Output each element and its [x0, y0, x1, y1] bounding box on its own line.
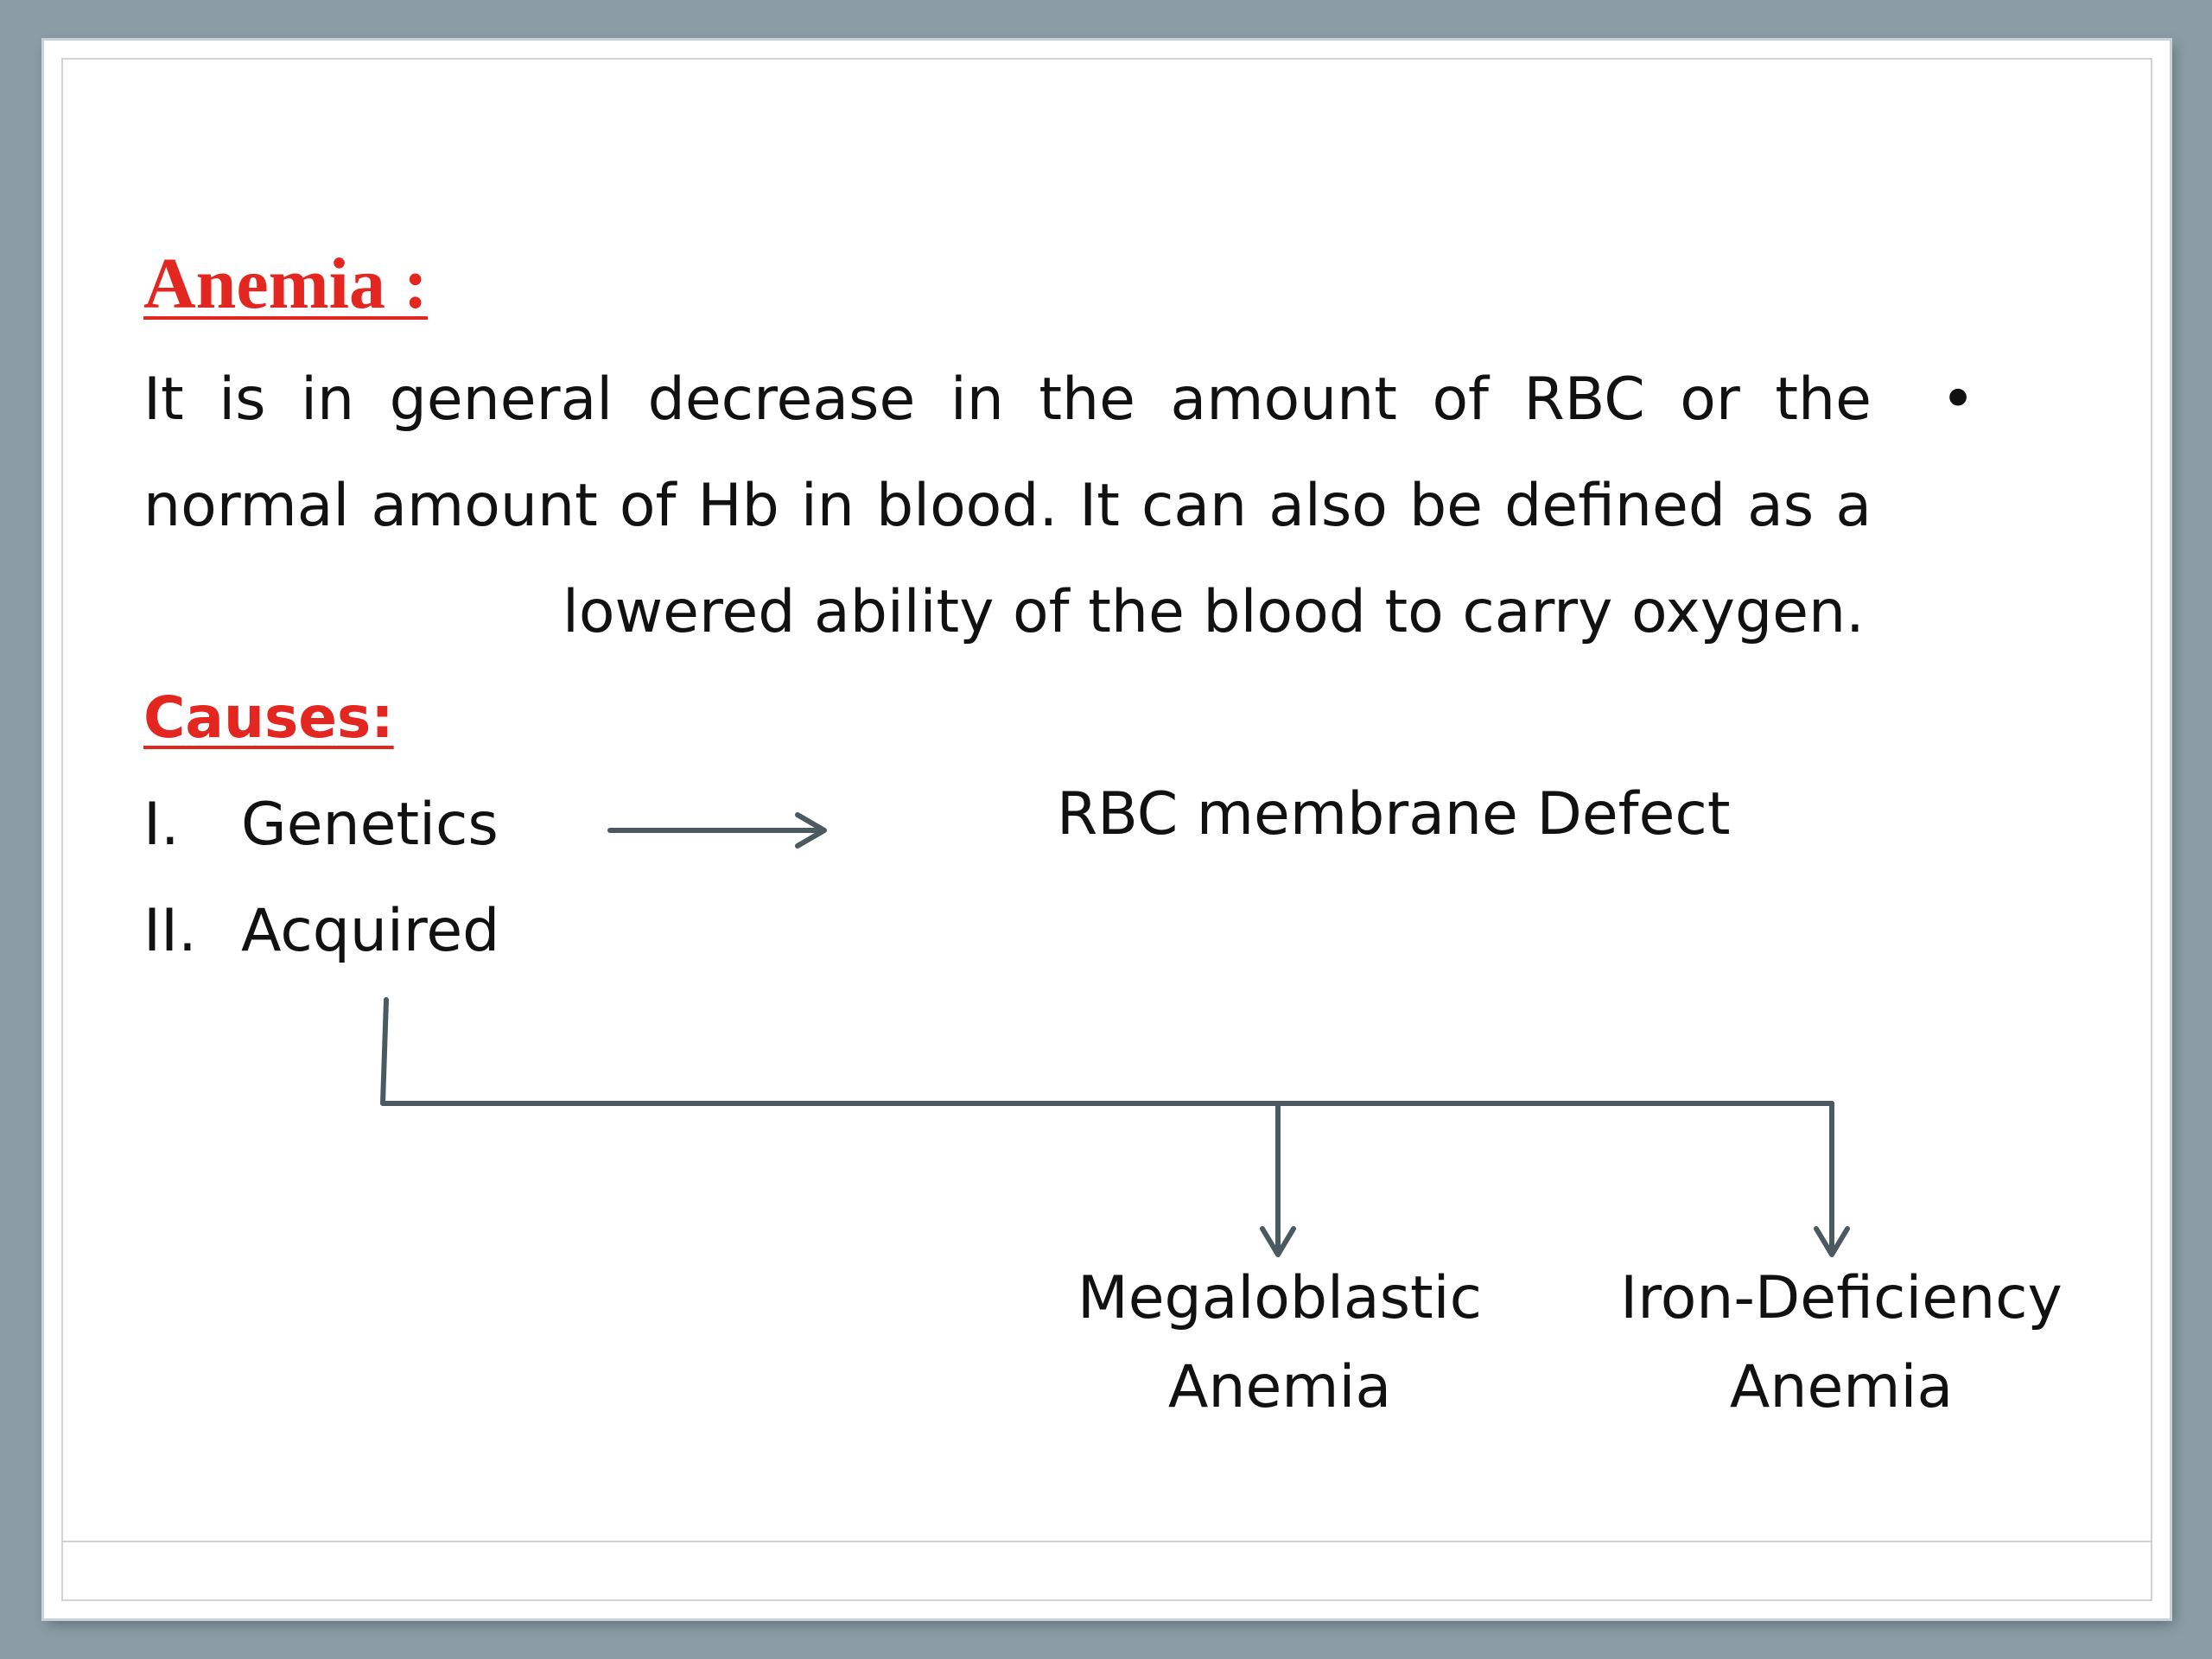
slide-frame — [61, 58, 2152, 1601]
iron-deficiency-line-2: Anemia — [1729, 1353, 1954, 1421]
genetics-result: RBC membrane Defect — [1057, 780, 1731, 849]
definition-line-2: normal amount of Hb in blood. It can als… — [143, 472, 1872, 540]
slide: Anemia : It is in general decrease in th… — [44, 41, 2170, 1618]
causes-heading: Causes: — [143, 684, 394, 751]
bullet-marker: • — [1941, 365, 1976, 434]
definition-line-3: lowered ability of the blood to carry ox… — [563, 578, 1865, 646]
cause-numeral-2: II. — [143, 897, 197, 965]
slide-title: Anemia : — [143, 244, 428, 324]
cause-label-genetics: Genetics — [241, 791, 499, 859]
cause-numeral-1: I. — [143, 791, 180, 859]
definition-line-1: It is in general decrease in the amount … — [143, 365, 1872, 434]
megaloblastic-line-1: Megaloblastic — [1077, 1264, 1482, 1332]
cause-label-acquired: Acquired — [241, 897, 500, 965]
iron-deficiency-line-1: Iron-Deficiency — [1620, 1264, 2063, 1332]
footer-divider — [61, 1541, 2152, 1542]
megaloblastic-line-2: Anemia — [1167, 1353, 1392, 1421]
